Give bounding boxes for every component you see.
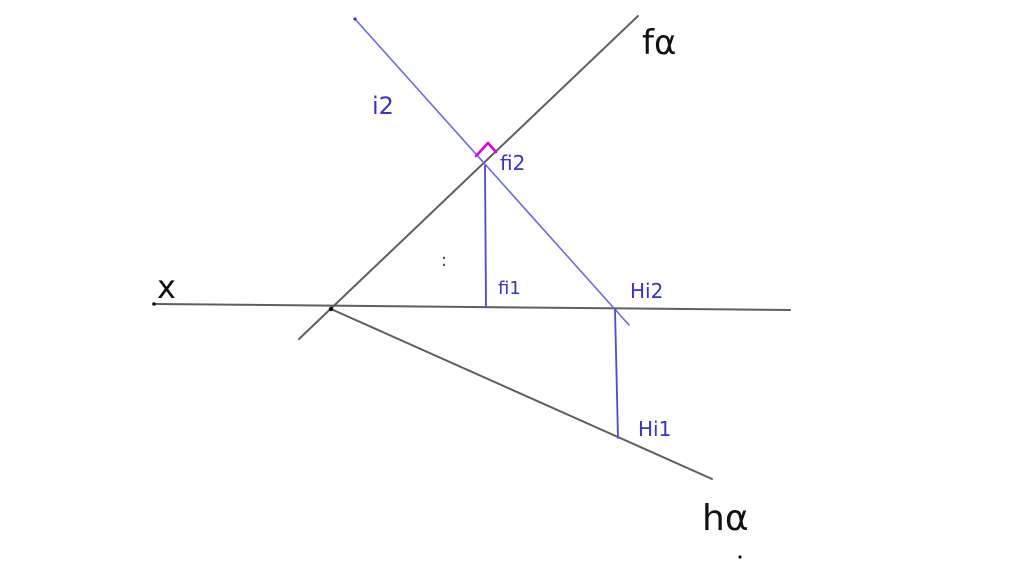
label-h-alpha: hα [702,498,749,539]
label-hi1: Hi1 [638,417,671,441]
label-fi2: fi2 [500,151,525,175]
line-i2 [354,18,630,326]
horizontal-trace-h-alpha [330,308,713,480]
right-angle-mark [474,141,498,158]
stray-dot [738,555,742,559]
label-i2: i2 [372,92,394,120]
x-axis-line [155,303,791,311]
x-axis-end-dot [152,302,156,306]
label-fi1: fi1 [498,278,521,299]
line-i2-start-dot [353,17,357,21]
projector-hi [614,308,619,439]
frontal-trace-f-alpha [298,15,639,340]
vanishing-point-dot [328,306,334,312]
label-hi2: Hi2 [630,279,663,303]
label-x-axis: x [157,268,176,306]
projector-fi [484,165,487,308]
label-colon: : [441,250,447,271]
label-f-alpha: fα [642,23,676,63]
